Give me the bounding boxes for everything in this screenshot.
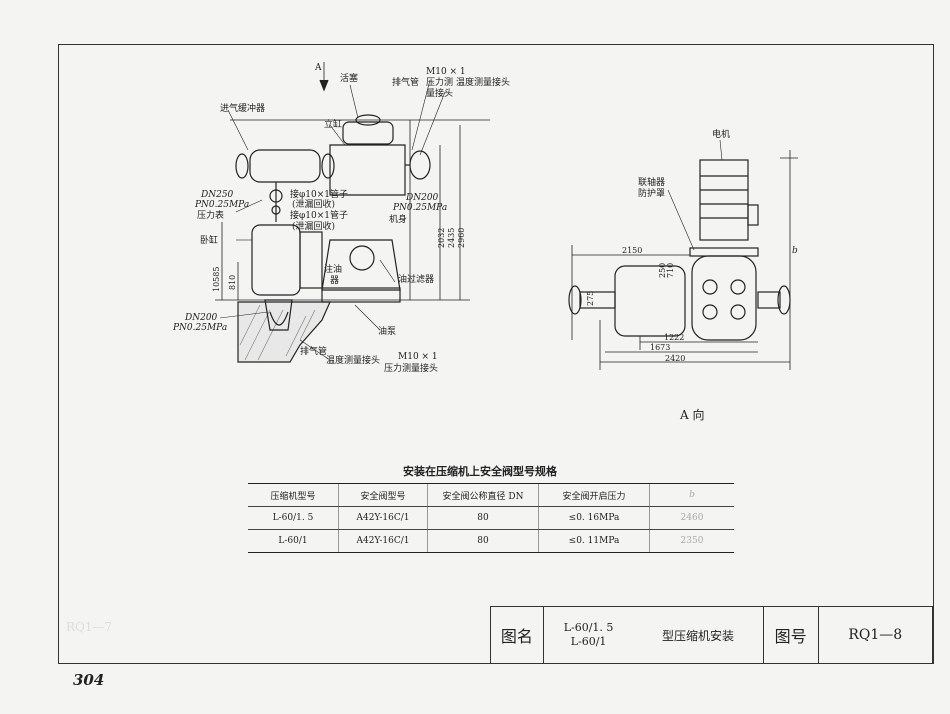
dim-2420: 2420	[665, 354, 686, 363]
frame-body-label: 机身	[389, 215, 408, 225]
drawing-frame	[58, 44, 934, 664]
table-cell: 80	[427, 506, 539, 530]
piston-label: 活塞	[340, 74, 359, 84]
table-header-row: 压缩机型号 安全阀型号 安全阀公称直径 DN 安全阀开启压力 b	[248, 483, 734, 507]
table-cell: A42Y-16C/1	[338, 506, 428, 530]
drawing-name-models: L-60/1. 5 L-60/1	[544, 607, 634, 663]
pipe1-label: 接φ10×1管子	[290, 190, 349, 200]
title-block: 图名 L-60/1. 5 L-60/1 型压缩机安装 图号 RQ1—8	[490, 606, 933, 663]
guard-label: 防护罩	[638, 189, 666, 199]
dn200-left-label: DN200	[185, 313, 218, 323]
table-cell: ≤0. 16MPa	[538, 506, 650, 530]
table-header: 安全阀开启压力	[538, 483, 650, 507]
inlet-buffer-label: 进气缓冲器	[220, 104, 266, 114]
temp-port-top-label: 温度测量接头	[456, 78, 511, 88]
oil-filter-label: 油过滤器	[398, 275, 435, 285]
table-cell: 2350	[649, 529, 734, 553]
table-cell: L-60/1	[248, 529, 339, 553]
oil-pump-label: 油泵	[378, 327, 397, 337]
temp-port-bottom-label: 温度测量接头	[326, 356, 381, 366]
model-line-2: L-60/1	[570, 635, 607, 648]
table-row: L-60/1 A42Y-16C/1 80 ≤0. 11MPa 2350	[248, 529, 734, 553]
table-row: L-60/1. 5 A42Y-16C/1 80 ≤0. 16MPa 2460	[248, 506, 734, 530]
table-cell: L-60/1. 5	[248, 506, 339, 530]
dim-1222: 1222	[664, 333, 685, 342]
drawing-number-label: 图号	[764, 607, 819, 663]
dim-1673: 1673	[650, 343, 671, 352]
pipe1b-label: (泄漏回收)	[292, 200, 336, 210]
table-cell: ≤0. 11MPa	[538, 529, 650, 553]
drawing-number: RQ1—8	[819, 607, 933, 663]
coupling-label: 联轴器	[638, 178, 666, 188]
spec-table: 压缩机型号 安全阀型号 安全阀公称直径 DN 安全阀开启压力 b L-60/1.…	[248, 483, 734, 553]
table-header: 压缩机型号	[248, 483, 339, 507]
table-header: 安全阀公称直径 DN	[427, 483, 539, 507]
table-header: b	[649, 483, 734, 507]
drawing-name-label: 图名	[491, 607, 544, 663]
page-number: 304	[73, 671, 105, 689]
spec-table-title: 安装在压缩机上安全阀型号规格	[403, 465, 557, 478]
dim-2960: 2960	[457, 227, 466, 248]
drawing-name-suffix: 型压缩机安装	[633, 607, 764, 663]
table-cell: 80	[427, 529, 539, 553]
dim-2032: 2032	[437, 227, 446, 248]
table-header: 安全阀型号	[338, 483, 428, 507]
motor-label: 电机	[712, 130, 731, 140]
oil-fill-label: 注油	[324, 265, 343, 275]
pipe2-label: 接φ10×1管子	[290, 211, 349, 221]
exhaust-pipe-bottom-label: 排气管	[300, 347, 328, 357]
m10-bottom-label: M10 × 1	[398, 352, 438, 362]
table-cell: A42Y-16C/1	[338, 529, 428, 553]
pipe2b-label: (泄漏回收)	[292, 222, 336, 232]
horizontal-cylinder-label: 卧缸	[200, 236, 219, 246]
oil-fill2-label: 器	[330, 276, 340, 286]
pn-a-label: PN0.25MPa	[195, 200, 250, 210]
dim-10585: 10585	[212, 266, 221, 292]
model-line-1: L-60/1. 5	[563, 621, 614, 634]
arrow-a-label: A	[315, 63, 322, 73]
pn-c-label: PN0.25MPa	[173, 323, 228, 333]
dn200-right-label: DN200	[406, 193, 439, 203]
vertical-cylinder-label: 立缸	[324, 120, 343, 130]
pressure-port-bottom-label: 压力测量接头	[384, 364, 439, 374]
exhaust-pipe-top-label: 排气管	[392, 78, 420, 88]
pn-b-label: PN0.25MPa	[393, 203, 448, 213]
dn250-label: DN250	[201, 190, 234, 200]
view-a-label: A 向	[680, 408, 705, 422]
dim-2150: 2150	[622, 246, 643, 255]
dim-810: 810	[228, 274, 237, 290]
table-cell: 2460	[649, 506, 734, 530]
gauge-label: 压力表	[197, 211, 225, 221]
dim-710: 710	[666, 262, 675, 278]
dim-b-label: b	[792, 246, 798, 256]
m10-top-label: M10 × 1	[426, 67, 466, 77]
dim-275: 275	[586, 290, 595, 306]
dim-2435: 2435	[447, 227, 456, 248]
bleed-through-text: RQ1—7	[66, 620, 113, 634]
pressure-port-top2-label: 量接头	[426, 89, 454, 99]
pressure-port-top-label: 压力测	[426, 78, 454, 88]
